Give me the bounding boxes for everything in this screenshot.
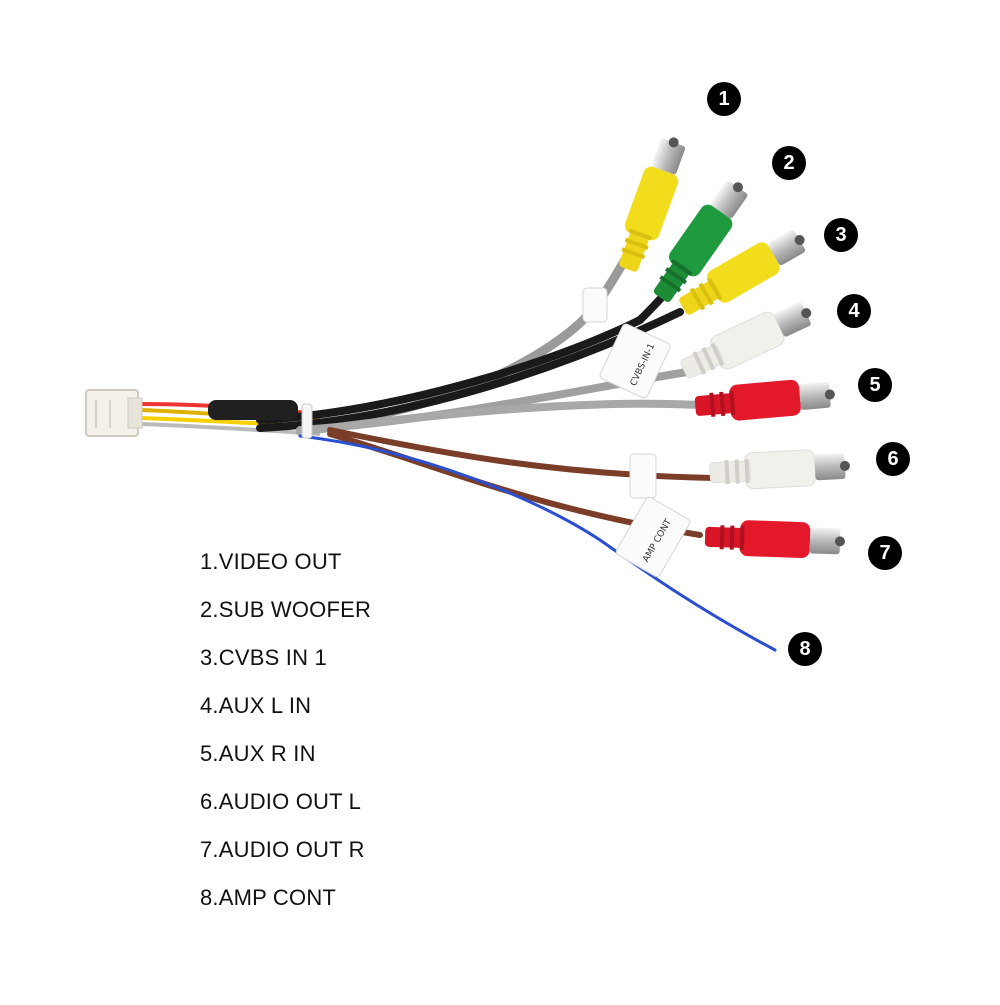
rca-plug-4-white [680,302,812,379]
label-tag-amp: AMP CONT [615,496,691,578]
label-tag-2 [629,453,657,499]
rca-plug-7-red [704,520,845,559]
legend-item-aux-r-in: 5.AUX R IN [200,741,316,766]
port-legend: 1.VIDEO OUT 2.SUB WOOFER 3.CVBS IN 1 4.A… [200,548,371,932]
legend-item-amp-cont: 8.AMP CONT [200,885,337,910]
rca-plug-6-white [709,449,850,490]
legend-item-audio-out-r: 7.AUDIO OUT R [200,837,365,862]
molex-connector [85,389,143,437]
callout-7: 7 [868,536,902,570]
callout-1: 1 [707,82,741,116]
callout-2: 2 [772,146,806,180]
legend-item-sub-woofer: 2.SUB WOOFER [200,597,372,622]
wire-video-out [295,230,645,430]
rca-plug-2-green [653,180,748,302]
rca-plug-1-yellow [619,137,686,272]
rca-plug-5-red [694,379,835,421]
callout-8: 8 [788,632,822,666]
callout-3: 3 [824,218,858,252]
wire-aux-r [296,399,704,436]
cable-tie-1 [301,403,313,439]
callout-4: 4 [837,294,871,328]
heat-shrink [208,400,298,420]
label-tag-1 [582,287,608,323]
rca-plug-3-yellow [679,229,806,315]
legend-item-video-out: 1.VIDEO OUT [200,549,342,574]
legend-item-cvbs-in-1: 3.CVBS IN 1 [200,645,327,670]
legend-item-audio-out-l: 6.AUDIO OUT L [200,789,362,814]
callout-5: 5 [858,368,892,402]
callout-6: 6 [876,442,910,476]
label-tag-cvbs: CVBS-IN-1 [599,323,671,399]
legend-item-aux-l-in: 4.AUX L IN [200,693,312,718]
wire-amp-cont [298,434,777,652]
